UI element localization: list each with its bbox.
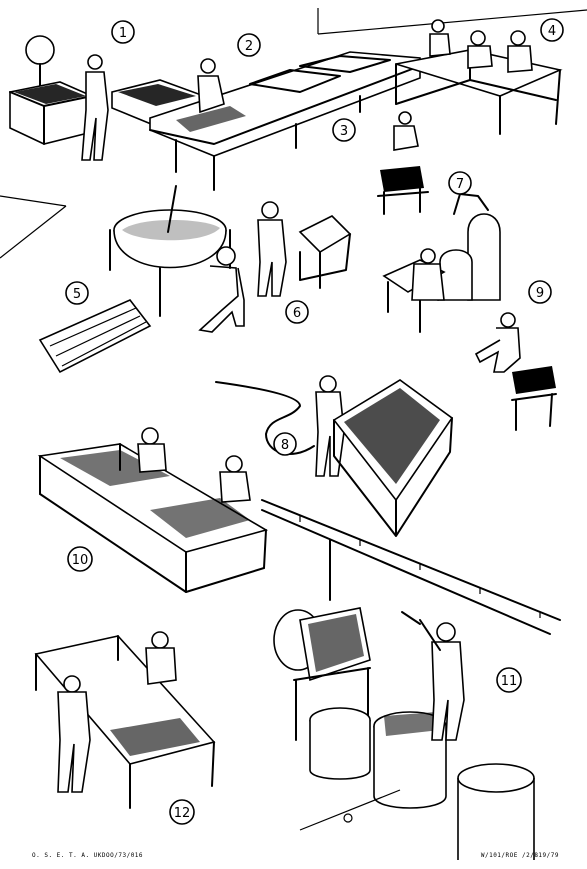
step-label-5: 5 — [73, 287, 81, 302]
step-marker-8 — [273, 432, 297, 456]
station-4-sorting-table — [395, 19, 563, 135]
room-lines — [0, 8, 587, 259]
station-9-pressure-vessel — [382, 193, 557, 431]
step-marker-12 — [169, 799, 195, 825]
overhead-rail — [261, 499, 561, 635]
footer-reference-right: W/101/ROE /2/819/79 — [480, 852, 559, 859]
station-11-retort-unloading — [273, 607, 535, 860]
station-8-cooling — [215, 375, 454, 537]
station-5-cooking-kettle — [38, 185, 245, 374]
step-label-1: 1 — [119, 26, 127, 41]
step-marker-1 — [111, 20, 135, 44]
step-marker-6 — [285, 300, 309, 324]
step-label-3: 3 — [340, 124, 348, 139]
step-marker-4 — [540, 18, 564, 42]
station-12-packing-table — [34, 631, 216, 809]
station-7-filling — [377, 111, 429, 215]
station-6-transfer — [257, 201, 352, 297]
step-marker-9 — [528, 280, 552, 304]
step-label-4: 4 — [548, 24, 556, 39]
step-marker-2 — [237, 33, 261, 57]
step-label-9: 9 — [536, 286, 544, 301]
step-marker-11 — [496, 667, 522, 693]
step-markers: 1 2 3 4 5 6 7 8 9 10 11 12 — [65, 18, 564, 825]
step-label-2: 2 — [245, 39, 253, 54]
step-marker-3 — [332, 118, 356, 142]
station-2-3-washing-trough — [149, 51, 421, 191]
station-10-inspection-table — [37, 427, 269, 593]
step-label-11: 11 — [501, 674, 518, 689]
step-label-12: 12 — [174, 806, 191, 821]
step-marker-10 — [67, 546, 93, 572]
step-marker-7 — [448, 171, 472, 195]
step-label-8: 8 — [281, 438, 289, 453]
footer-reference-left: O. S. E. T. A. UKDOO/73/016 — [32, 852, 144, 859]
step-label-10: 10 — [72, 553, 89, 568]
step-label-6: 6 — [293, 306, 301, 321]
step-label-7: 7 — [456, 177, 464, 192]
step-marker-5 — [65, 281, 89, 305]
station-1-receiving — [9, 35, 205, 161]
